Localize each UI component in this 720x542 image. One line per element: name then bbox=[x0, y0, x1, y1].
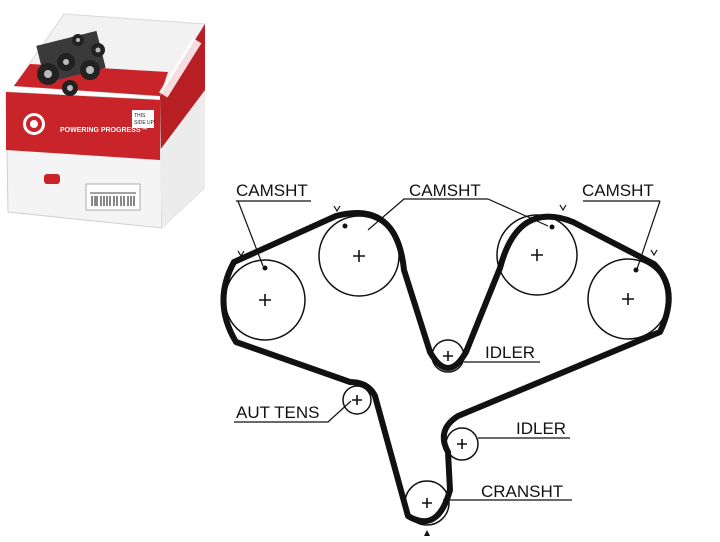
label-idler-top: IDLER bbox=[485, 343, 535, 362]
camshaft-right-center bbox=[622, 293, 634, 305]
leader-lines bbox=[234, 198, 661, 501]
timing-marks bbox=[237, 204, 658, 258]
side-brand bbox=[159, 37, 202, 98]
box-slogan: POWERING PROGRESS™ bbox=[60, 127, 148, 134]
pulley-graphic bbox=[36, 30, 106, 96]
camshaft-center-left-center bbox=[353, 250, 365, 262]
idler-bottom-center bbox=[457, 439, 467, 449]
box-side-lower bbox=[160, 90, 205, 228]
product-box: POWERING PROGRESS™ THIS SIDE UP! bbox=[5, 13, 206, 229]
camshaft-center-right-center bbox=[531, 249, 543, 261]
label-auto-tensioner: AUT TENS bbox=[236, 403, 319, 422]
timing-dots bbox=[262, 223, 639, 273]
barcode-sticker bbox=[85, 183, 141, 211]
auto-tensioner-center bbox=[352, 395, 362, 405]
label-crankshaft: CRANSHT bbox=[481, 482, 563, 501]
side-up-label bbox=[132, 110, 154, 128]
auto-tensioner-pulley bbox=[342, 385, 372, 415]
label-camshaft-center: CAMSHT bbox=[409, 181, 481, 200]
timing-belt bbox=[220, 210, 672, 525]
gates-logo bbox=[23, 113, 45, 135]
crank-timing-arrow bbox=[424, 530, 430, 536]
label-idler-bottom: IDLER bbox=[516, 419, 566, 438]
box-front-band bbox=[6, 92, 160, 160]
center-marks bbox=[259, 249, 634, 508]
label-camshaft-right: CAMSHT bbox=[582, 181, 654, 200]
crankshaft-center bbox=[422, 498, 432, 508]
label-camshaft-left: CAMSHT bbox=[236, 181, 308, 200]
small-logo bbox=[44, 174, 60, 184]
side-up-line1: THIS bbox=[134, 113, 146, 119]
side-up-line2: SIDE UP! bbox=[134, 120, 155, 126]
camshaft-left-center bbox=[259, 294, 271, 306]
camshaft-center-right-pulley bbox=[496, 214, 578, 296]
idler-top-center bbox=[443, 351, 453, 361]
